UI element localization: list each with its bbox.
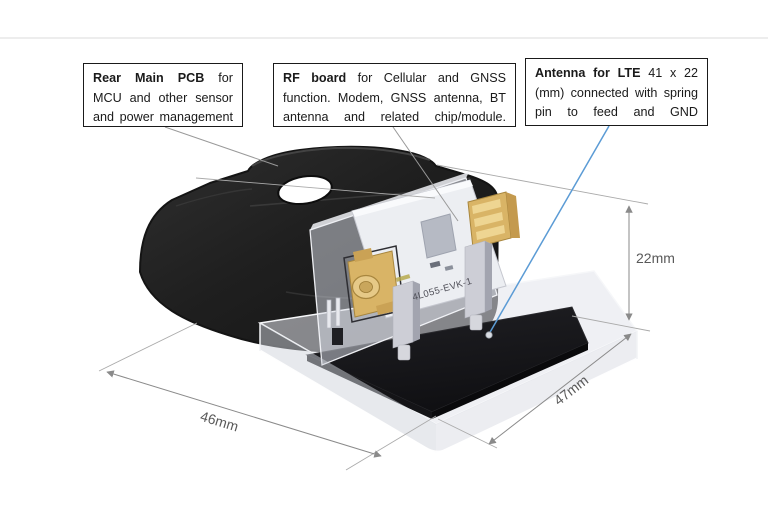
silkscreen-mark <box>395 274 411 282</box>
callout-rf-board-bold: RF board <box>283 71 347 85</box>
callout-box-antenna-lte: Antenna for LTE 41 x 22 (mm) connected w… <box>525 58 708 126</box>
callout-box-rf-board: RF board for Cellular and GNSS function.… <box>273 63 516 127</box>
obd-housing-front-ridge <box>175 188 253 207</box>
gold-connector-left <box>343 245 405 323</box>
extension-lines <box>98 164 651 471</box>
dimension-label-22mm: 22mm <box>636 250 675 266</box>
chip-2 <box>444 265 454 271</box>
callout-rear-main-pcb-bold: Rear Main PCB <box>93 71 205 85</box>
acrylic-base-rim <box>259 349 638 454</box>
standoff-left <box>392 280 420 361</box>
side-pin-2 <box>335 297 341 327</box>
dimension-line-46mm <box>106 370 382 458</box>
leader-rf-board <box>392 126 459 222</box>
gold-connector-right <box>467 191 520 249</box>
page-top-divider <box>0 37 768 39</box>
spring-pin-contact-dot <box>485 331 493 339</box>
leader-lines <box>164 125 610 339</box>
obd-housing-top-highlight <box>251 146 431 167</box>
callout-rf-board-text: for Cellular and GNSS function. Modem, G… <box>283 71 506 124</box>
leader-rear-main-pcb <box>164 126 279 167</box>
rf-board-assembly: 4L055-EVK-1 <box>326 179 520 361</box>
callout-antenna-lte-bold: Antenna for LTE <box>535 66 641 80</box>
rf-board-top-edge <box>352 180 473 217</box>
rf-module-shield <box>420 213 457 259</box>
leader-antenna-lte <box>488 125 610 335</box>
chip-1 <box>429 260 441 269</box>
side-connector-block <box>332 328 343 345</box>
side-pin-1 <box>326 299 332 329</box>
callout-antenna-lte-text: 41 x 22 (mm) connected with spring pin t… <box>535 66 698 119</box>
standoff-right <box>464 240 492 331</box>
dimension-label-46mm: 46mm <box>199 408 241 435</box>
dimension-line-47mm <box>488 333 632 445</box>
callout-rear-main-pcb-text: for MCU and other sensor and power manag… <box>93 71 233 124</box>
callout-box-rear-main-pcb: Rear Main PCB for MCU and other sensor a… <box>83 63 243 127</box>
handle-hole <box>277 175 333 205</box>
